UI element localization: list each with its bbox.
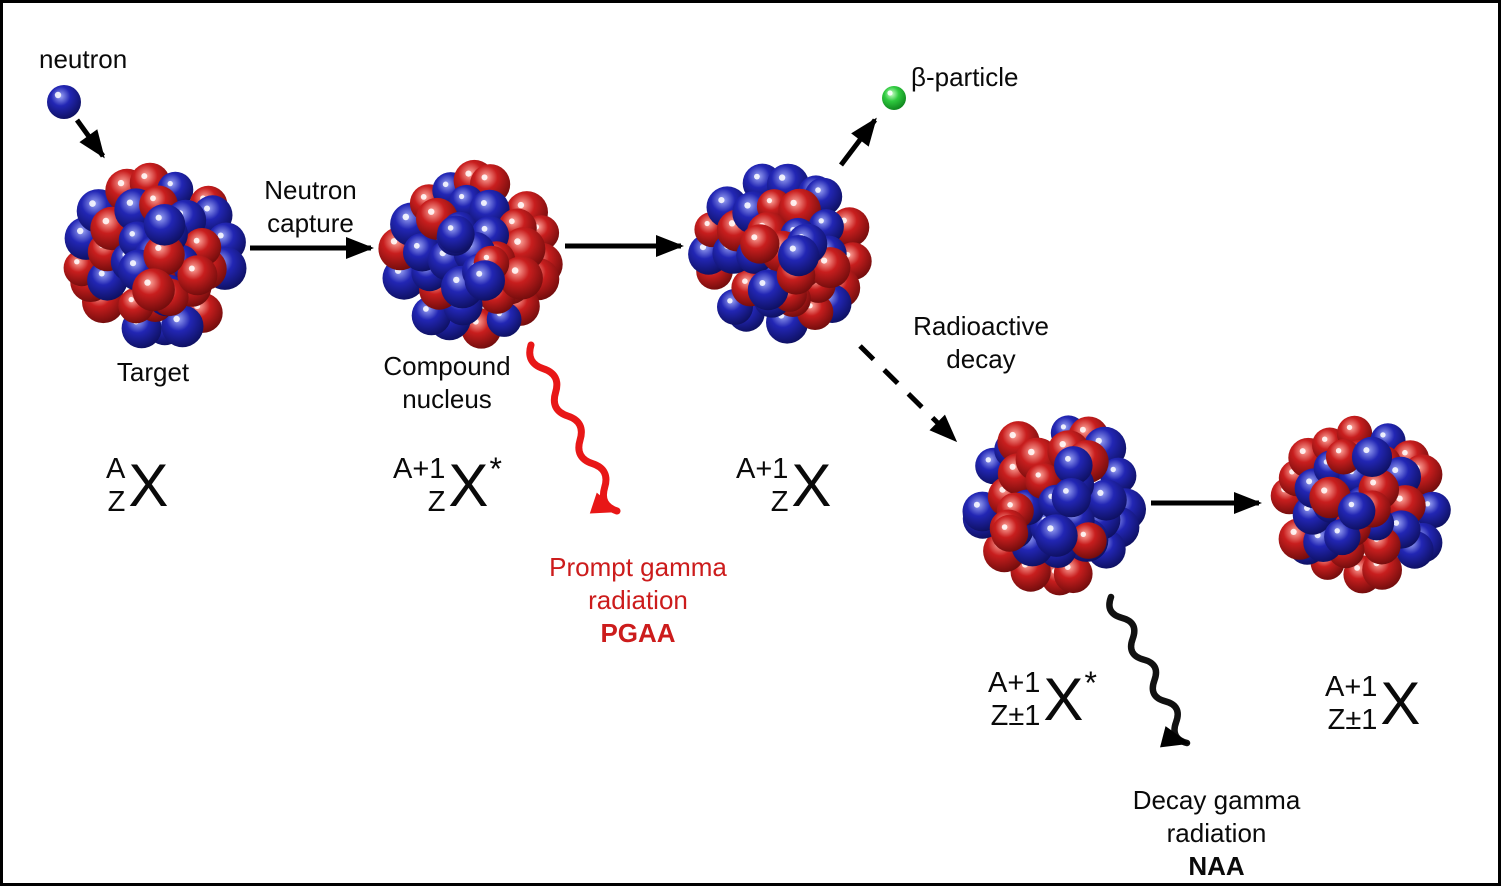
nuclide-notation-final: A+1 Z±1 X: [1325, 671, 1421, 737]
naa-acronym: NAA: [1188, 851, 1245, 881]
atomic-number: Z: [770, 486, 789, 518]
excited-state-mark: *: [1084, 665, 1097, 701]
mass-charge-stack: A Z: [106, 453, 125, 519]
element-symbol: X: [1043, 666, 1084, 733]
element-symbol: X: [128, 452, 169, 519]
element-symbol: X: [448, 452, 489, 519]
target-label: Target: [116, 357, 190, 387]
element-symbol: X: [791, 452, 832, 519]
product-nucleus-graphic: [688, 163, 872, 344]
compound-nucleus-graphic: [378, 159, 563, 349]
mass-number: A+1: [988, 667, 1041, 699]
beta-particle-icon: [882, 86, 906, 110]
neutron-capture-label: Neutron capture: [264, 175, 357, 238]
nuclide-notation-target: A Z X: [106, 453, 169, 519]
target-nucleus-graphic: [63, 162, 247, 349]
decay-gamma-label-block: Decay gamma radiation NAA: [1109, 784, 1324, 883]
prompt-gamma-wavy-arrow: [526, 341, 621, 515]
neutron-label: neutron: [39, 44, 128, 74]
atomic-number: Z±1: [990, 700, 1041, 732]
mass-number: A+1: [393, 453, 446, 485]
neutron-particle-icon: [47, 85, 81, 119]
nuclide-notation-decay-excited: A+1 Z±1 X *: [988, 667, 1097, 733]
nuclide-notation-product: A+1 Z X: [736, 453, 832, 519]
mass-charge-stack: A+1 Z±1: [1325, 671, 1377, 737]
mass-number: A+1: [736, 453, 789, 485]
final-nucleus-graphic: [1270, 415, 1451, 594]
neutron-impact-arrow: [74, 118, 106, 159]
pgaa-acronym: PGAA: [600, 618, 676, 648]
prompt-gamma-text: Prompt gamma radiation: [549, 552, 727, 615]
beta-emission-arrow: [839, 117, 877, 167]
nuclide-notation-compound: A+1 Z X *: [393, 453, 502, 519]
mass-charge-stack: A+1 Z: [736, 453, 788, 519]
radioactive-decay-label: Radioactive decay: [913, 311, 1049, 374]
beta-particle-label: β-particle: [911, 62, 1019, 92]
excited-daughter-nucleus-graphic: [962, 415, 1146, 596]
atomic-number: Z: [427, 486, 446, 518]
radioactive-decay-arrow: [858, 344, 958, 443]
prompt-gamma-label-block: Prompt gamma radiation PGAA: [531, 551, 745, 650]
decay-gamma-wavy-arrow: [1106, 593, 1191, 748]
mass-number: A+1: [1325, 671, 1378, 703]
compound-nucleus-label: Compound nucleus: [383, 351, 511, 414]
arrow-layer: [47, 85, 1262, 748]
atomic-number: Z±1: [1327, 704, 1378, 736]
decay-gamma-text: Decay gamma radiation: [1132, 785, 1301, 848]
mass-charge-stack: A+1 Z±1: [988, 667, 1040, 733]
mass-charge-stack: A+1 Z: [393, 453, 445, 519]
atomic-number: Z: [107, 486, 126, 518]
excited-state-mark: *: [489, 451, 502, 487]
element-symbol: X: [1380, 670, 1421, 737]
mass-number: A: [106, 453, 126, 485]
